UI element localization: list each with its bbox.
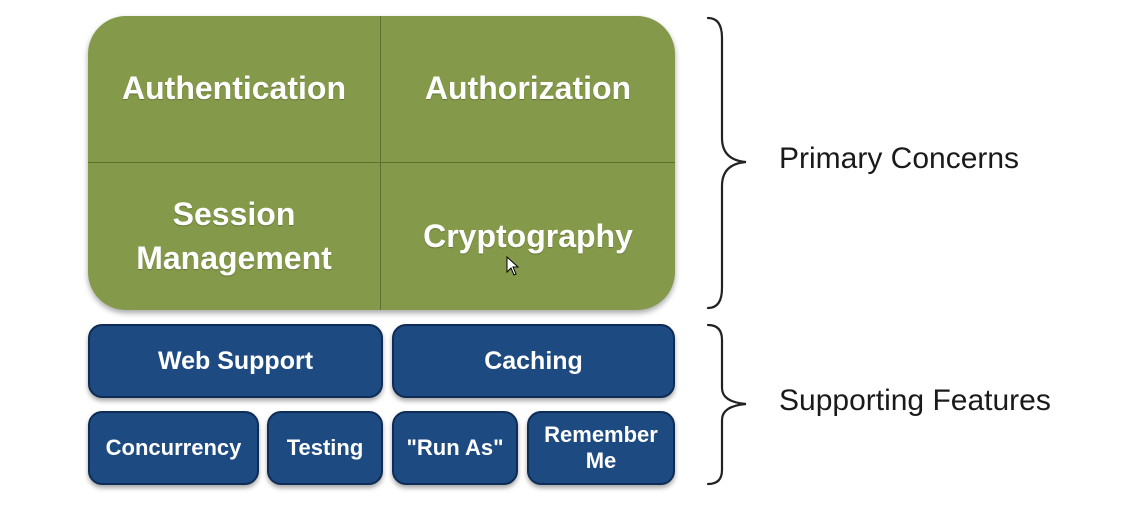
run-as-box: "Run As" [392, 411, 518, 485]
cryptography-cell: Cryptography [423, 217, 633, 254]
mouse-pointer-icon [506, 256, 520, 276]
authentication-cell: Authentication [122, 70, 346, 107]
primary-brace-icon [706, 16, 747, 310]
web-support-box: Web Support [88, 324, 383, 398]
testing-box: Testing [267, 411, 383, 485]
remember-me-box: Remember Me [527, 411, 675, 485]
session-management-cell: Session Management [136, 196, 332, 276]
caching-box: Caching [392, 324, 675, 398]
primary-concerns-block: Authentication Authorization Session Man… [88, 16, 675, 310]
authorization-cell: Authorization [424, 70, 632, 107]
supporting-features-label: Supporting Features [779, 384, 1051, 417]
concurrency-box: Concurrency [88, 411, 259, 485]
horizontal-divider [88, 162, 675, 163]
vertical-divider [380, 16, 381, 310]
supporting-brace-icon [706, 323, 747, 486]
primary-concerns-label: Primary Concerns [779, 142, 1020, 175]
